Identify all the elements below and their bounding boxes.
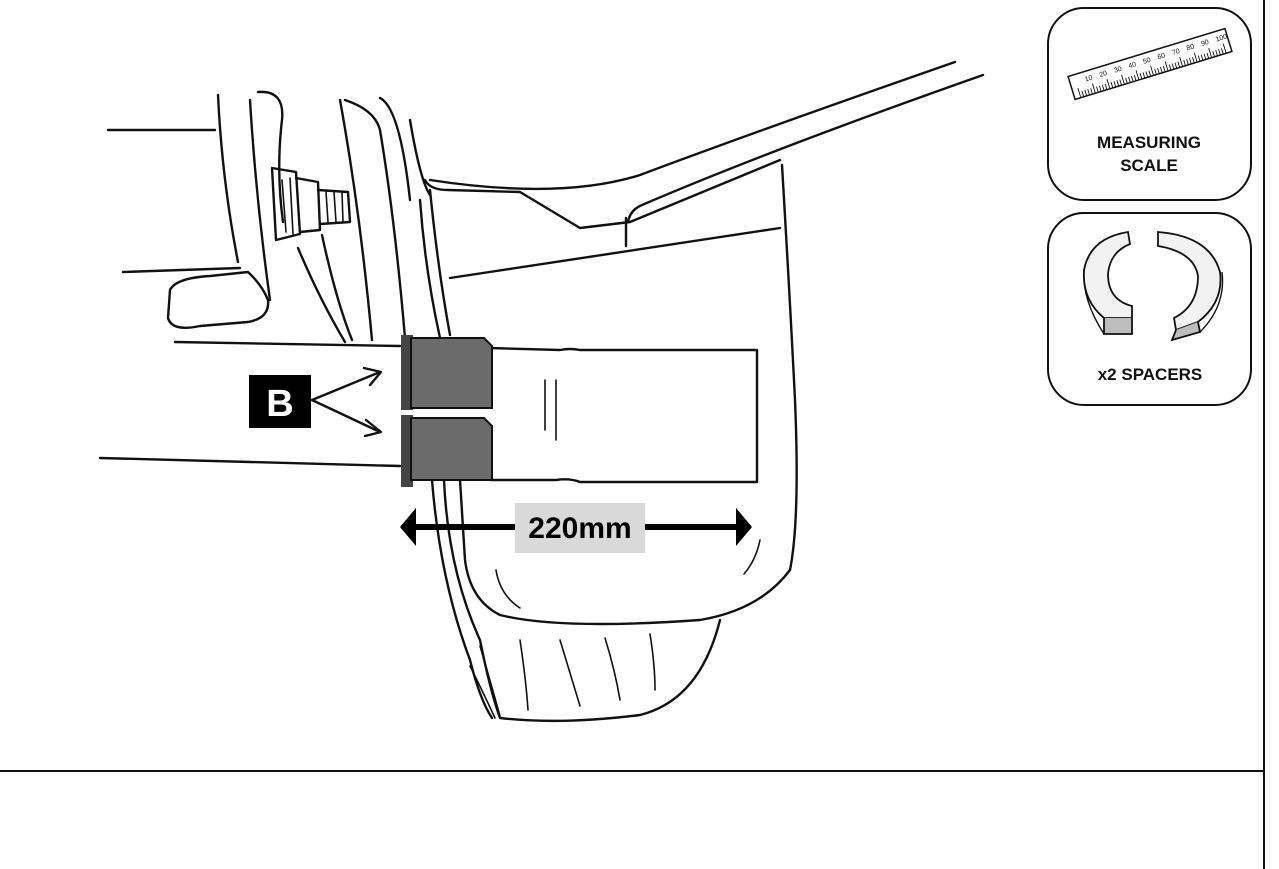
part-card-measuring-scale: 10 20 30 40 50 60 70 80 90 100 MEASURING SCALE bbox=[1047, 7, 1252, 201]
dimension-label-box bbox=[515, 503, 645, 553]
ruler-tick bbox=[1193, 52, 1198, 63]
spacer-upper bbox=[401, 335, 493, 410]
ruler-tick bbox=[1200, 54, 1204, 61]
ruler-tick bbox=[1221, 48, 1224, 55]
measuring-scale-label-line1: MEASURING bbox=[1097, 133, 1201, 152]
ruler-tick bbox=[1087, 89, 1090, 96]
ruler-tick bbox=[1106, 79, 1111, 89]
ruler-number: 50 bbox=[1142, 57, 1152, 66]
ruler-tick bbox=[1154, 68, 1157, 75]
ruler-tick bbox=[1164, 61, 1169, 72]
ruler-tick bbox=[1135, 70, 1140, 81]
callout-b-letter: B bbox=[266, 383, 293, 425]
ruler-tick bbox=[1081, 90, 1085, 97]
ruler-tick bbox=[1096, 86, 1099, 93]
measuring-scale-label-line2: SCALE bbox=[1120, 156, 1178, 175]
ruler-number: 40 bbox=[1128, 61, 1138, 70]
ruler-tick bbox=[1174, 62, 1178, 69]
ruler-tick bbox=[1222, 43, 1227, 54]
ruler-tick bbox=[1162, 66, 1166, 73]
ruler-number: 80 bbox=[1186, 43, 1196, 52]
ruler-tick bbox=[1189, 58, 1192, 65]
ruler-tick bbox=[1110, 82, 1114, 89]
ruler-tick bbox=[1206, 52, 1210, 59]
ruler-tick bbox=[1101, 84, 1105, 91]
ruler-tick bbox=[1119, 79, 1122, 86]
ruler-tick bbox=[1133, 74, 1137, 81]
part-card-spacers: x2 SPACERS bbox=[1047, 212, 1252, 406]
ruler-tick bbox=[1142, 72, 1146, 79]
ruler-tick bbox=[1150, 65, 1154, 76]
ruler-tick bbox=[1179, 56, 1184, 67]
ruler-tick bbox=[1092, 83, 1096, 94]
ruler-tick bbox=[1183, 59, 1186, 66]
ruler-tick bbox=[1125, 77, 1128, 84]
ruler-tick bbox=[1121, 74, 1125, 85]
bolt bbox=[270, 166, 352, 242]
ruler-tick bbox=[1077, 88, 1082, 98]
ruler-tick bbox=[1145, 71, 1149, 78]
ruler-tick bbox=[1130, 75, 1134, 82]
ruler-tick bbox=[1171, 63, 1175, 70]
ruler-tick bbox=[1084, 90, 1088, 97]
ruler-number: 10 bbox=[1084, 75, 1094, 84]
ruler-tick bbox=[1104, 83, 1108, 90]
ruler-tick bbox=[1208, 48, 1213, 58]
ruler-tick bbox=[1157, 67, 1160, 74]
ruler-tick bbox=[1186, 58, 1189, 65]
spacers-label: x2 SPACERS bbox=[1098, 365, 1203, 384]
ruler-number: 90 bbox=[1200, 39, 1210, 48]
ruler-tick bbox=[1203, 53, 1207, 60]
callout-b-box bbox=[249, 375, 311, 428]
ruler-tick bbox=[1212, 50, 1215, 57]
ruler-number: 100 bbox=[1215, 33, 1228, 43]
ruler-tick bbox=[1192, 57, 1195, 64]
dimension-label: 220mm bbox=[528, 512, 631, 545]
ruler-tick bbox=[1168, 64, 1172, 71]
callout-b: B bbox=[249, 366, 383, 438]
ruler-tick bbox=[1090, 88, 1093, 95]
ruler-number: 70 bbox=[1171, 48, 1181, 57]
ruler-tick bbox=[1218, 49, 1221, 56]
spacer-lower bbox=[401, 415, 493, 487]
ruler-tick bbox=[1113, 81, 1117, 88]
ruler-tick bbox=[1215, 50, 1218, 57]
ruler-tick bbox=[1116, 80, 1120, 87]
ruler-number: 30 bbox=[1113, 66, 1123, 75]
ruler-tick bbox=[1098, 85, 1102, 92]
ruler-tick bbox=[1139, 73, 1143, 80]
ruler-tick bbox=[1160, 66, 1163, 73]
dimension-220mm: 220mm bbox=[400, 503, 752, 553]
ruler-tick bbox=[1148, 70, 1152, 77]
ruler-number: 60 bbox=[1157, 52, 1167, 61]
vehicle-line-art bbox=[98, 60, 985, 723]
ruler-number: 20 bbox=[1099, 70, 1109, 79]
spacer-rings-icon bbox=[1082, 230, 1224, 342]
ruler-tick bbox=[1197, 55, 1201, 62]
ruler-tick bbox=[1177, 61, 1181, 68]
ruler-icon: 10 20 30 40 50 60 70 80 90 100 bbox=[1067, 27, 1233, 101]
ruler-tick bbox=[1128, 76, 1131, 83]
